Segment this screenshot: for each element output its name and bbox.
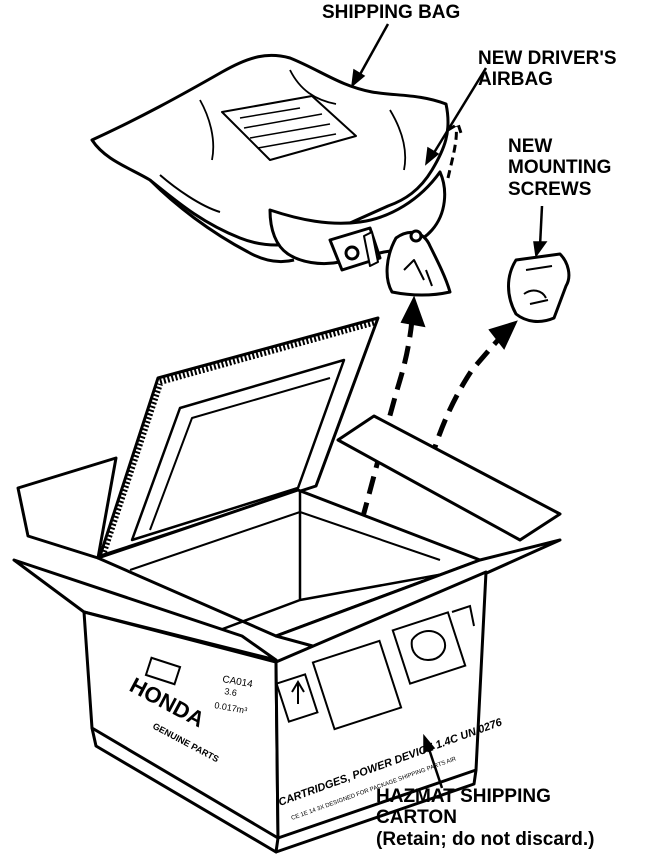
screws-label: NEW MOUNTING SCREWS: [508, 136, 611, 200]
arrow-heads: [400, 295, 518, 350]
airbag-label-line2: AIRBAG: [478, 69, 553, 91]
mounting-screws-packet: [507, 252, 571, 323]
carton-markings: [144, 604, 475, 731]
callout-leaders: [356, 23, 544, 789]
callout-arrowheads: [351, 68, 548, 754]
airbag-label: NEW DRIVER'S AIRBAG: [478, 48, 617, 91]
shipping-bag-label: SHIPPING BAG: [322, 2, 461, 23]
screws-label-line1: NEW: [508, 136, 553, 157]
carton-label: HAZMAT SHIPPING CARTON (Retain; do not d…: [376, 786, 595, 850]
airbag-label-line1: NEW DRIVER'S: [478, 48, 617, 69]
carton-label-line3: (Retain; do not discard.): [376, 828, 595, 850]
carton-code-line2: 3.6: [224, 686, 238, 698]
carton-label-line1: HAZMAT SHIPPING: [376, 786, 551, 807]
shipping-bag-illustration: [90, 53, 452, 297]
airbag-connector-arrow: [446, 121, 464, 179]
carton-code-line1: CA014: [221, 674, 253, 690]
screws-label-line3: SCREWS: [508, 178, 592, 200]
screws-label-line2: MOUNTING: [508, 157, 612, 179]
carton-label-line2: CARTON: [376, 807, 457, 829]
hazmat-carton: [12, 316, 562, 854]
